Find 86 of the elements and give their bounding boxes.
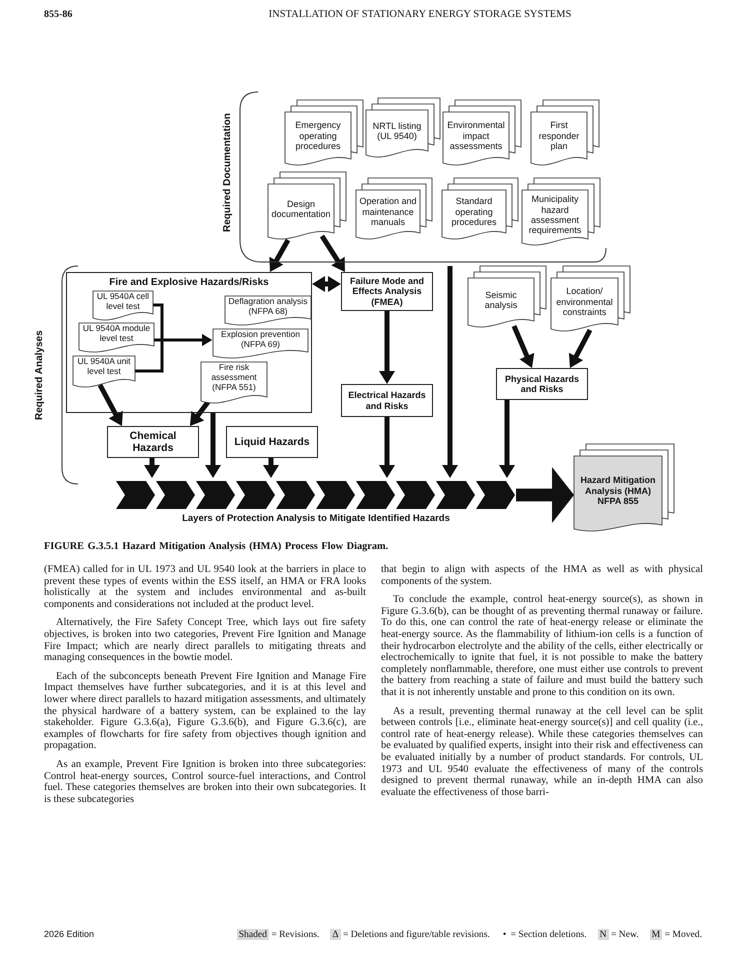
legend-text: = Deletions and figure/table revisions.	[342, 929, 490, 940]
paragraph: that begin to align with aspects of the HMA as well as with physical components of the system.	[381, 564, 703, 588]
node-label: Municipality hazard assessment requirements	[528, 193, 582, 238]
page-number: 855-86	[44, 9, 72, 20]
arrow	[269, 238, 290, 272]
document-stack	[366, 98, 440, 158]
node-label: Chemical Hazards	[128, 428, 178, 456]
node-label: UL 9540A cell level test	[96, 292, 150, 313]
node-label: First responder plan	[538, 119, 580, 154]
arrow	[134, 334, 212, 372]
arrow	[190, 400, 210, 426]
node-label: Physical Hazards and Risks	[504, 372, 580, 396]
node-label: Environmental impact assessments	[446, 119, 506, 154]
node-label: Design documentation	[270, 198, 332, 221]
process-box	[341, 272, 433, 311]
node-label: Operation and maintenance manuals	[358, 195, 418, 230]
node-label: UL 9540A unit level test	[76, 357, 132, 378]
legend-symbol: •	[502, 929, 508, 940]
running-header: INSTALLATION OF STATIONARY ENERGY STORAGE SYSTEMS	[268, 9, 572, 20]
arrow	[516, 467, 574, 523]
paragraph: As a result, preventing thermal runaway at the cell level can be split between controls [i.e., eliminate heat-energy source(s)] and cell quality (i.e., control rate of heat-energy release). While these categories themselves can be evaluated by qualified experts, insight into their risk and effectiveness can be evaluated initially by a number of product standards. For controls, UL 1973 and UL 9540 evaluate the effectiveness of many of the controls designed to prevent thermal runaway, while an in-depth HMA can also evaluate the effectiveness of those barri-	[381, 706, 703, 798]
paragraph: Alternatively, the Fire Safety Concept Tree, which lays out fire safety objectives, is broken into two categories, Prevent Fire Ignition and Manage Fire Impact; which are nearly direct parallels to mitigating threats and managing consequences in the bowtie model.	[44, 617, 366, 664]
document-stack	[268, 172, 346, 240]
document-stack	[574, 444, 674, 532]
document-stack	[531, 100, 599, 166]
process-box	[226, 426, 318, 458]
document-stack	[285, 100, 363, 166]
document-shape	[73, 356, 135, 388]
document-shape	[213, 329, 308, 359]
legend-swatch: Δ	[330, 929, 341, 940]
arrow	[442, 266, 458, 478]
document-stack	[522, 178, 600, 246]
node-label: Failure Mode and Effects Analysis (FMEA)	[348, 274, 425, 309]
arrow	[144, 458, 160, 478]
document-stack	[468, 266, 546, 328]
document-shape	[201, 362, 267, 404]
node-label: UL 9540A module level test	[82, 324, 152, 345]
document-stack	[356, 178, 432, 240]
document-stack	[442, 178, 518, 240]
node-label: Emergency operating procedures	[294, 119, 342, 154]
node-label: Hazard Mitigation Analysis (HMA) NFPA 855	[579, 474, 656, 508]
node-label: Deflagration analysis (NFPA 68)	[228, 297, 308, 318]
legend-text: = Section deletions.	[510, 929, 587, 940]
legend-text: = Revisions.	[270, 929, 320, 940]
arrow	[379, 417, 395, 478]
node-label: Standard operating procedures	[450, 195, 498, 230]
node-label: Explosion prevention (NFPA 69)	[220, 330, 301, 351]
node-label: Fire risk assessment (NFPA 551)	[210, 363, 258, 394]
node-label: Electrical Hazards and Risks	[347, 389, 427, 412]
arrow	[205, 413, 221, 478]
legend-swatch: N	[598, 929, 609, 940]
group-title: Required Documentation	[222, 112, 233, 234]
document-shape	[79, 323, 154, 353]
bracket-label: Required Analyses	[34, 329, 45, 422]
paragraph: Each of the subconcepts beneath Prevent Fire Ignition and Manage Fire Impact themselves have further subcategories, and it is at this level and lower where direct parallels to hazard mitigation assessments, and ultimately the physical hardware of a battery system, can be explained to the lay stakeholder. Figure G.3.6(a), Figure G.3.6(b), and Figure G.3.6(c), are examples of flowcharts for fire safety from objectives though ignition and propagation.	[44, 670, 366, 752]
figure-caption: FIGURE G.3.5.1 Hazard Mitigation Analysis (HMA) Process Flow Diagram.	[44, 541, 388, 552]
node-label: NRTL listing (UL 9540)	[372, 120, 422, 143]
paragraph: As an example, Prevent Fire Ignition is broken into three subcategories: Control heat-energy sources, Control source-fuel interactions, and Control fuel. These categories themselves are broken into their own subcategories. It is these subcategories	[44, 758, 366, 806]
document-stack	[443, 100, 521, 166]
arrow	[568, 328, 592, 368]
process-box	[496, 368, 588, 400]
group-box	[66, 272, 312, 413]
band-label: Layers of Protection Analysis to Mitigate Identified Hazards	[181, 512, 451, 526]
legend-text: = Moved.	[664, 929, 702, 940]
document-stack	[551, 266, 630, 332]
node-label: Seismic analysis	[484, 288, 518, 312]
process-box	[107, 426, 199, 458]
edition-note: 2026 Edition	[44, 929, 94, 939]
arrow	[379, 311, 395, 384]
legend-swatch: M	[650, 929, 662, 940]
arrow	[98, 384, 123, 426]
paragraph: To conclude the example, control heat-energy source(s), as shown in Figure G.3.6(b), can be thought of as preventing thermal runaway or failure. To do this, one can control the rate of heat-energy release or eliminate the heat-energy source. As the flammability of lithium-ion cells is a function of their hydrocarbon electrolyte and the ability of the cells, either electrically or electrochemically to ignite that fuel, it is not possible to make the battery completely nonflammable, therefore, one must either use controls to prevent the battery from reaching a state of failure and must build the battery such that it is not inherently unstable and prone to this condition on its own.	[381, 594, 703, 699]
node-label: Liquid Hazards	[233, 434, 311, 450]
legend-swatch: Shaded	[236, 929, 269, 940]
arrow	[499, 400, 515, 478]
group-title: Fire and Explosive Hazards/Risks	[108, 276, 270, 290]
arrow	[512, 325, 534, 368]
arrow	[263, 458, 279, 478]
arrow	[312, 276, 341, 292]
legend-text: = New.	[610, 929, 639, 940]
process-box	[341, 384, 433, 417]
document-shape	[225, 296, 311, 326]
node-label: Location/ environmental constraints	[555, 285, 614, 320]
document-shape	[93, 291, 153, 321]
paragraph: (FMEA) called for in UL 1973 and UL 9540 look at the barriers in place to prevent these types of events within the ESS itself, an HMA or FRA looks holistically at the system and includes environmental and as-built components and considerations not included at the product level.	[44, 564, 366, 610]
arrow	[320, 234, 345, 272]
